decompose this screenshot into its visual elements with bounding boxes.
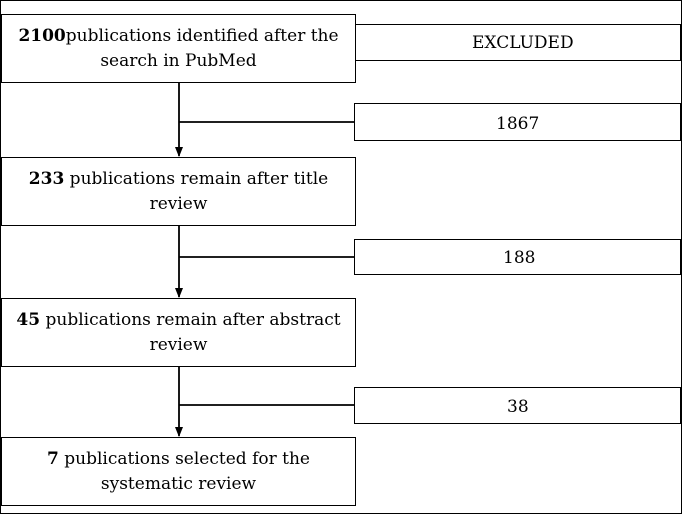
excluded-count-2: 188 bbox=[503, 248, 536, 268]
excluded-count-1: 1867 bbox=[496, 114, 540, 134]
excluded-box-3 bbox=[354, 387, 681, 424]
step-text: publications identified after the search… bbox=[65, 25, 339, 71]
step-count: 2100 bbox=[18, 25, 66, 46]
step-text: publications selected for the systematic… bbox=[58, 448, 310, 494]
excluded-count-3: 38 bbox=[507, 397, 529, 417]
flow-step-selected: 7 publications selected for the systemat… bbox=[1, 437, 356, 506]
step-count: 45 bbox=[16, 309, 41, 330]
step-count: 7 bbox=[47, 448, 59, 469]
flow-step-identified: 2100publications identified after the se… bbox=[1, 14, 356, 83]
excluded-header: EXCLUDED bbox=[472, 33, 574, 53]
step-count: 233 bbox=[28, 168, 65, 189]
step-text: publications remain after abstract revie… bbox=[40, 309, 341, 355]
excluded-header-box bbox=[355, 24, 681, 61]
excluded-box-2 bbox=[354, 239, 681, 275]
excluded-box-1 bbox=[354, 103, 681, 141]
flow-step-abstract-review: 45 publications remain after abstract re… bbox=[1, 298, 356, 367]
flow-step-title-review: 233 publications remain after title revi… bbox=[1, 157, 356, 226]
step-text: publications remain after title review bbox=[64, 168, 329, 214]
